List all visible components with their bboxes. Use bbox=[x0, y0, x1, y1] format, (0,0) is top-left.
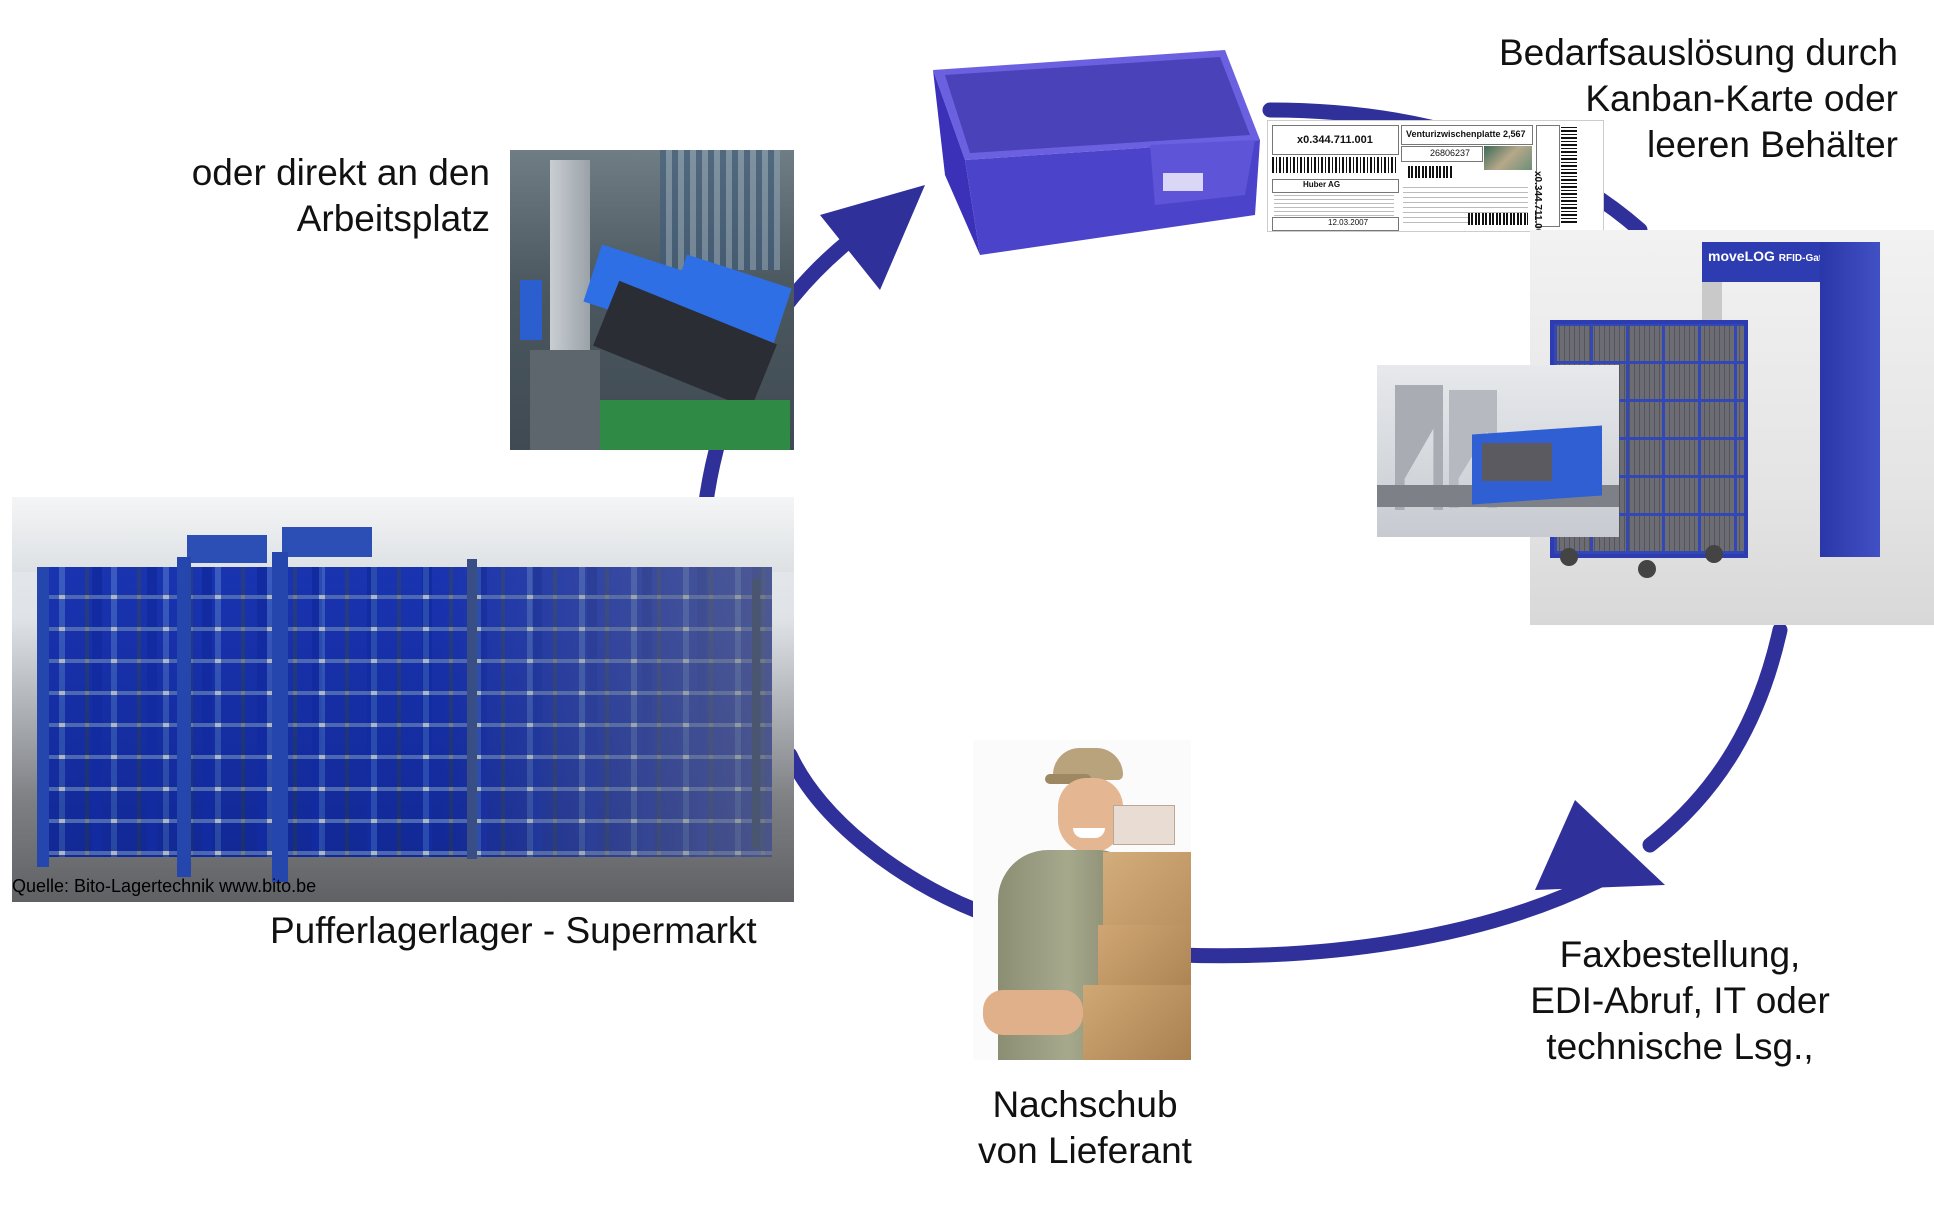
blue-bin-icon bbox=[933, 50, 1260, 255]
card-date: 12.03.2007 bbox=[1328, 218, 1369, 227]
gate-sub: RFID-Gate bbox=[1778, 253, 1828, 264]
card-title: Venturizwischenplatte 2,567 bbox=[1406, 129, 1526, 139]
cycle-arrowhead-top bbox=[820, 185, 925, 290]
workplace-line-1: oder direkt an den bbox=[191, 152, 490, 193]
trigger-line-3: leeren Behälter bbox=[1647, 124, 1898, 165]
buffer-label: Pufferlagerlager - Supermarkt bbox=[270, 910, 757, 951]
cycle-arc-bottom bbox=[1172, 872, 1608, 964]
workplace-line-2: Arbeitsplatz bbox=[296, 198, 490, 239]
supply-line-1: Nachschub bbox=[992, 1084, 1178, 1125]
trigger-label: Bedarfsauslösung durch Kanban-Karte oder… bbox=[1380, 30, 1898, 168]
supply-line-2: von Lieferant bbox=[978, 1130, 1192, 1171]
cycle-arrowhead-right bbox=[1535, 800, 1665, 890]
order-label: Faxbestellung, EDI-Abruf, IT oder techni… bbox=[1490, 932, 1870, 1070]
order-line-3: technische Lsg., bbox=[1546, 1026, 1814, 1067]
trigger-line-2: Kanban-Karte oder bbox=[1585, 78, 1898, 119]
workplace-label: oder direkt an den Arbeitsplatz bbox=[120, 150, 490, 242]
card-supplier: Huber AG bbox=[1303, 180, 1341, 189]
card-part-no: x0.344.711.001 bbox=[1297, 134, 1373, 146]
workplace-icon bbox=[510, 150, 794, 450]
cycle-arc-bottom-left bbox=[782, 747, 983, 918]
gate-brand: moveLOG bbox=[1708, 248, 1775, 264]
source-credit: Quelle: Bito-Lagertechnik www.bito.be bbox=[12, 876, 317, 896]
card-id-no: 26806237 bbox=[1430, 148, 1471, 158]
supply-label: Nachschub von Lieferant bbox=[920, 1082, 1250, 1174]
cycle-arc-right bbox=[1642, 622, 1788, 853]
order-line-1: Faxbestellung, bbox=[1559, 934, 1801, 975]
delivery-man-icon bbox=[973, 740, 1191, 1060]
trigger-line-1: Bedarfsauslösung durch bbox=[1498, 32, 1898, 73]
conveyor-bin-photo bbox=[1377, 365, 1619, 537]
shelving-rack-icon: Quelle: Bito-Lagertechnik www.bito.be bbox=[12, 497, 794, 902]
kanban-card-icon: x0.344.711.001 Venturizwischenplatte 2,5… bbox=[1267, 120, 1604, 240]
order-line-2: EDI-Abruf, IT oder bbox=[1530, 980, 1830, 1021]
